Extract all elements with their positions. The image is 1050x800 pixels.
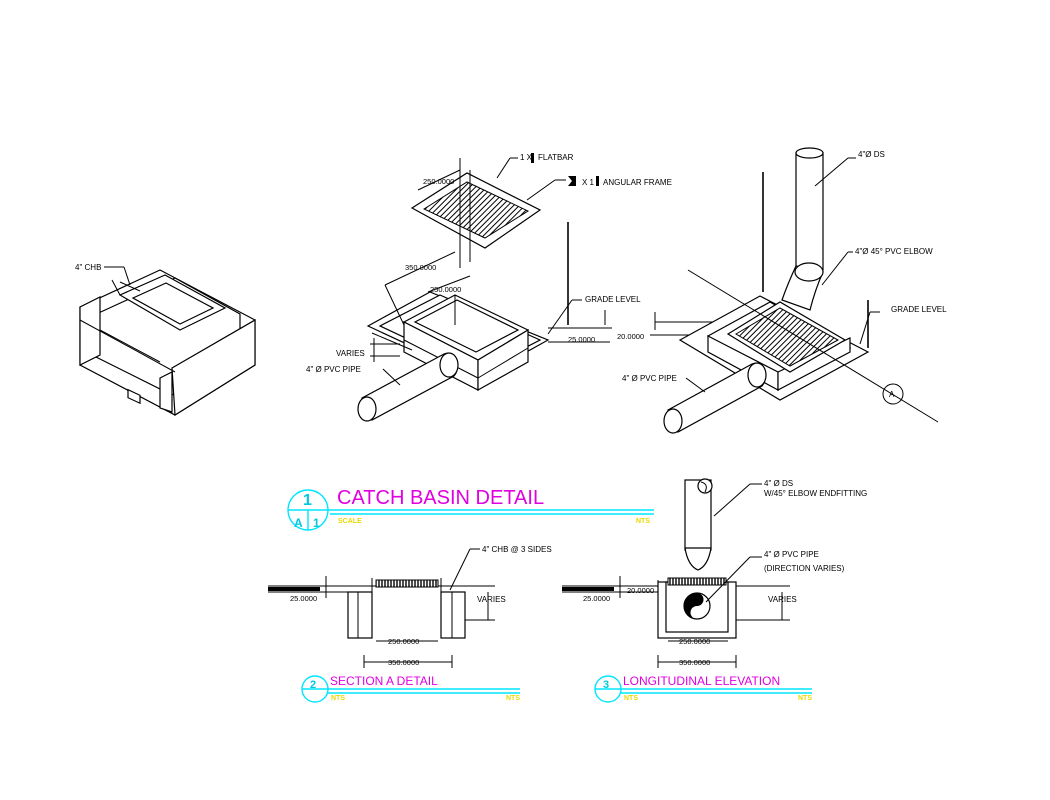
longitudinal-elevation: 4" Ø DS W/45° ELBOW ENDFITTING 4" Ø PVC …	[562, 478, 867, 703]
sheet-number-1: 1	[313, 516, 320, 530]
scale-label-1: SCALE	[338, 518, 362, 525]
angular-frame-label-2: ANGULAR FRAME	[603, 178, 672, 187]
scale-right-2: NTS	[506, 695, 520, 702]
long-dim-25: 25.0000	[583, 594, 610, 603]
flat-bar-symbol	[531, 153, 534, 163]
ds-label: 4"Ø DS	[858, 150, 885, 159]
ds-note-2: W/45° ELBOW ENDFITTING	[764, 489, 867, 498]
chb-3-sides-label: 4" CHB @ 3 SIDES	[482, 545, 552, 554]
angle-symbol	[568, 176, 576, 186]
grade-level-label-2: GRADE LEVEL	[891, 305, 947, 314]
detail-number-1: 1	[303, 492, 312, 509]
pipe-note-2: (DIRECTION VARIES)	[764, 564, 845, 573]
chb-isometric-block: 4" CHB	[75, 263, 256, 417]
detail-number-3: 3	[603, 679, 609, 691]
section-varies: VARIES	[477, 595, 506, 604]
detail-number-2: 2	[310, 679, 316, 691]
pipe-label-2: 4" Ø PVC PIPE	[622, 374, 677, 383]
catch-basin-exploded-isometric: 250.0000 1 X FLATBAR X 1 ANGULAR FRAME 3…	[306, 153, 672, 422]
scale-right-1: NTS	[636, 518, 650, 525]
section-dim-25: 25.0000	[290, 594, 317, 603]
scale-label-3: NTS	[624, 695, 638, 702]
flat-bar-label: 1 X	[520, 153, 533, 162]
assembly-isometric: 4"Ø DS 4"Ø 45° PVC ELBOW GRADE LEVEL A 4…	[622, 147, 947, 434]
title-section-a: SECTION A DETAIL	[330, 674, 438, 688]
long-dim-inner: 250.0000	[679, 637, 710, 646]
section-a-detail: 25.0000 VARIES 250.0000 350.0000 4" CHB …	[268, 545, 552, 703]
scale-right-3: NTS	[798, 695, 812, 702]
elbow-label: 4"Ø 45° PVC ELBOW	[855, 247, 933, 256]
long-dim-outer: 350.0000	[679, 658, 710, 667]
dim-outer: 350.0000	[405, 263, 436, 272]
pipe-note-1: 4" Ø PVC PIPE	[764, 550, 819, 559]
long-dim-20: 20.0000	[627, 586, 654, 595]
title-catch-basin: CATCH BASIN DETAIL	[337, 487, 544, 509]
dim-25: 25.0000	[568, 335, 595, 344]
flat-bar-label-2: FLATBAR	[538, 153, 574, 162]
angular-frame-label: X 1	[582, 178, 595, 187]
angle-bar-symbol	[596, 176, 599, 186]
section-dim-inner: 250.0000	[388, 637, 419, 646]
dim-grate: 250.0000	[423, 177, 454, 186]
sheet-letter-1: A	[294, 516, 303, 530]
section-dim-outer: 350.0000	[388, 658, 419, 667]
pipe-label: 4" Ø PVC PIPE	[306, 365, 361, 374]
varies-label: VARIES	[336, 349, 365, 358]
chb-label: 4" CHB	[75, 263, 101, 272]
long-varies: VARIES	[768, 595, 797, 604]
ds-note-1: 4" Ø DS	[764, 479, 793, 488]
grade-level-label: GRADE LEVEL	[585, 295, 641, 304]
dim-20: 20.0000	[617, 332, 644, 341]
scale-label-2: NTS	[331, 695, 345, 702]
title-longitudinal: LONGITUDINAL ELEVATION	[623, 674, 780, 688]
section-marker: A	[889, 390, 895, 399]
dim-inner: 250.0000	[430, 285, 461, 294]
title-block-catch-basin: 1 A 1 CATCH BASIN DETAIL SCALE NTS	[287, 487, 654, 531]
